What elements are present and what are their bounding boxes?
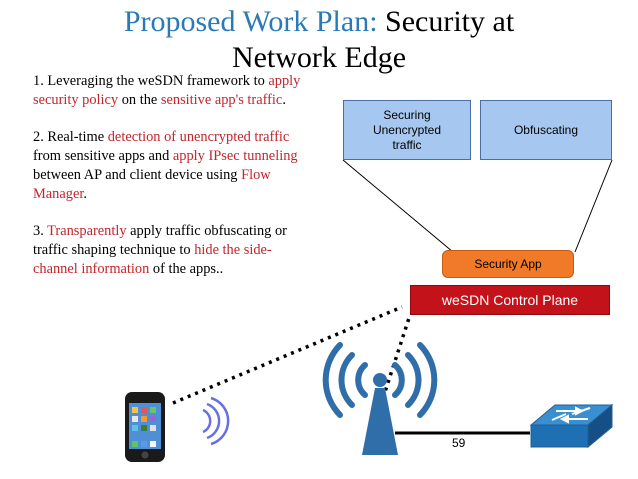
- wireless-signal-icon: [202, 396, 230, 446]
- connector-line-right: [574, 159, 613, 253]
- bullet-text: apply traffic obfuscating or traffic sha…: [33, 223, 287, 258]
- bullet-text: of the apps..: [149, 261, 224, 277]
- highlight-text: detection of unencrypted traffic: [107, 129, 290, 145]
- obfuscating-box: Obfuscating: [480, 100, 612, 160]
- highlight-text: Transparently: [47, 223, 127, 239]
- slide-title: Proposed Work Plan: Security at Network …: [0, 4, 638, 76]
- highlight-text: Flow Manager: [33, 167, 271, 202]
- bullet-text: 2. Real-time: [33, 129, 108, 145]
- dotted-link-ap-controller: [381, 314, 412, 399]
- title-rest: Security at: [377, 5, 515, 38]
- bullet-item-2: 2. Real-time detection of unencrypted tr…: [33, 128, 313, 204]
- bullet-text: between AP and client device using: [33, 167, 242, 183]
- bullet-item-3: 3. Transparently apply traffic obfuscati…: [33, 222, 313, 279]
- network-switch-icon: [529, 403, 614, 449]
- bullet-item-1: 1. Leveraging the weSDN framework to app…: [33, 72, 313, 110]
- bullet-text: 3.: [33, 223, 48, 239]
- security-app-box: Security App: [442, 250, 574, 278]
- securing-unencrypted-traffic-box: Securing Unencrypted traffic: [343, 100, 471, 160]
- highlight-text: sensitive app's traffic: [160, 92, 283, 108]
- bullet-list: 1. Leveraging the weSDN framework to app…: [33, 72, 313, 297]
- page-number: 59: [452, 436, 466, 450]
- bullet-text: .: [282, 92, 286, 108]
- bullet-text: .: [83, 186, 87, 202]
- bullet-text: on the: [118, 92, 161, 108]
- highlight-text: hide the side-channel information: [33, 242, 272, 277]
- smartphone-icon: [125, 392, 165, 462]
- access-point-icon: [322, 342, 438, 455]
- wesdn-control-plane-box: weSDN Control Plane: [410, 285, 610, 315]
- title-accent: Proposed Work Plan:: [123, 5, 378, 38]
- bullet-text: 1. Leveraging the weSDN framework to: [33, 73, 269, 89]
- dotted-link-phone-controller: [172, 305, 403, 405]
- title-line2: Network Edge: [231, 41, 407, 74]
- bullet-text: from sensitive apps and: [33, 148, 173, 164]
- connector-line-left: [342, 159, 454, 253]
- highlight-text: apply security policy: [33, 73, 301, 108]
- highlight-text: apply IPsec tunneling: [172, 148, 298, 164]
